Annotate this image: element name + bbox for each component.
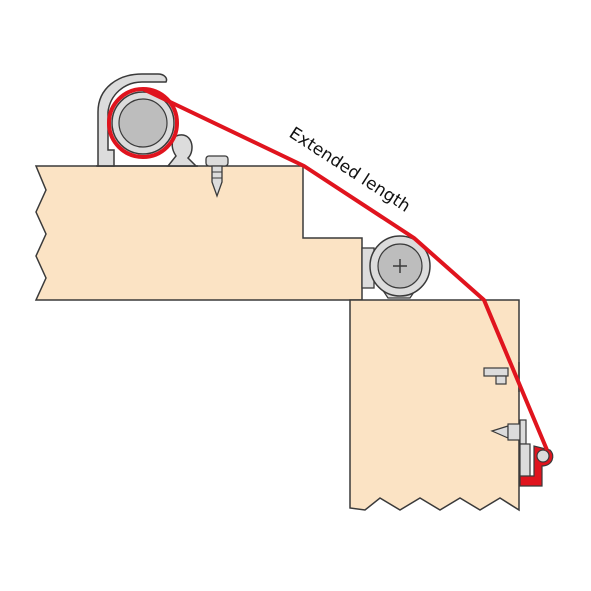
- pulley-wheel-icon: [361, 235, 431, 299]
- extended-length-label: Extended length: [285, 123, 414, 216]
- extended-cable: [142, 87, 549, 451]
- cable-drum-icon: [107, 87, 179, 159]
- retractor-housing-icon: [96, 73, 198, 167]
- end-clamp-icon: [519, 443, 554, 487]
- screw-icon: [205, 155, 229, 198]
- side-screw-icon: [490, 419, 527, 445]
- upper-wood-block: [34, 165, 363, 301]
- lower-wood-block: [349, 299, 520, 512]
